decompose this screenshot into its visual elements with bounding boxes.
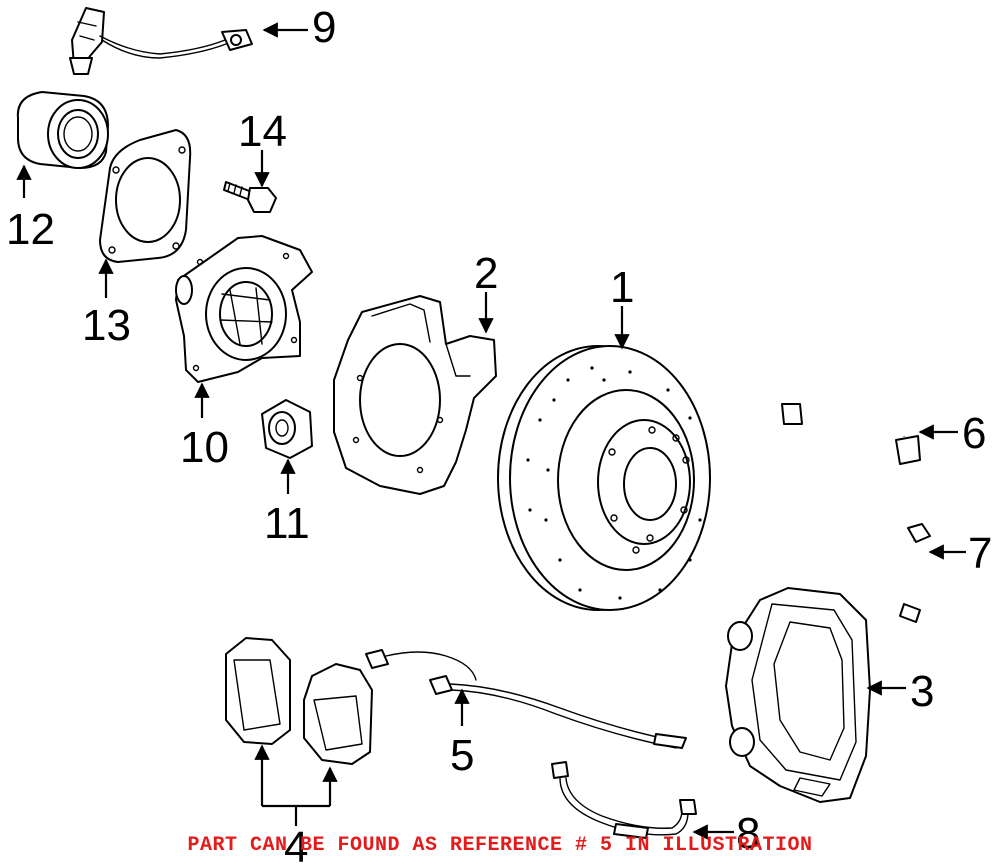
part-13-mounting-plate (99, 129, 192, 263)
part-4-brake-pads (225, 637, 373, 765)
callout-8: 8 (736, 809, 760, 858)
callout-10: 10 (180, 423, 229, 472)
part-3-brake-caliper (725, 587, 871, 803)
callout-7: 7 (968, 529, 992, 578)
leader-lines (16, 22, 966, 840)
callout-11: 11 (264, 499, 310, 548)
callout-9: 9 (312, 3, 336, 52)
part-12-wheel-bearing (16, 91, 109, 169)
part-7-brake-line (884, 523, 931, 623)
part-5-wear-sensor-cable (365, 649, 687, 749)
part-14-bolt (223, 181, 277, 213)
callout-2: 2 (474, 249, 498, 298)
part-2-dust-shield (333, 295, 497, 495)
part-11-nut (261, 399, 313, 459)
part-8-wear-sensor (551, 761, 697, 839)
part-6-brake-hose (781, 345, 921, 465)
part-10-wheel-hub (175, 235, 313, 383)
callout-14: 14 (238, 107, 287, 156)
callout-5: 5 (450, 731, 474, 780)
callout-3: 3 (910, 667, 934, 716)
callout-12: 12 (6, 205, 55, 254)
callout-1: 1 (610, 263, 634, 312)
leader-4 (254, 744, 338, 826)
reference-note: PART CAN BE FOUND AS REFERENCE # 5 IN IL… (187, 834, 813, 857)
callout-numbers: 9 14 12 13 10 11 2 1 6 7 3 5 8 4 (6, 3, 992, 865)
callout-4: 4 (284, 823, 308, 865)
callout-6: 6 (962, 409, 986, 458)
callout-13: 13 (82, 301, 131, 350)
part-1-brake-rotor (497, 345, 711, 611)
part-9-wear-sensor (69, 7, 253, 75)
